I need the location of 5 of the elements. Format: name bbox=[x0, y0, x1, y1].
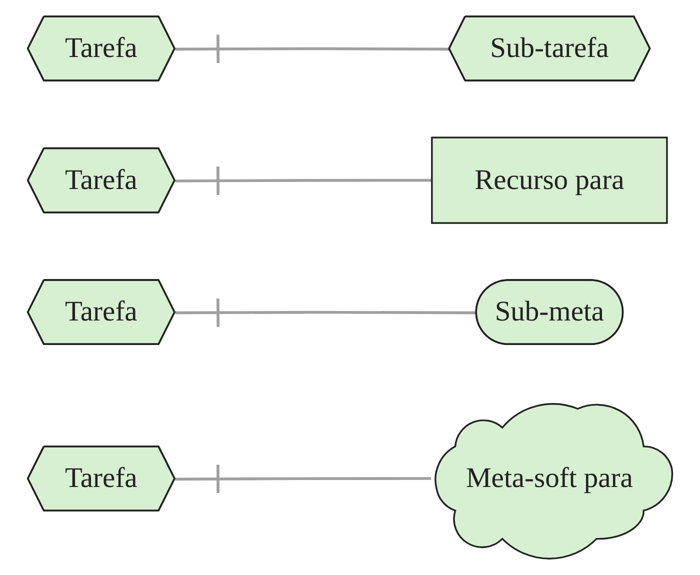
connector bbox=[175, 165, 432, 196]
connector bbox=[175, 296, 477, 328]
node-box: Recurso para bbox=[431, 136, 668, 224]
connector bbox=[175, 463, 432, 495]
connector bbox=[175, 33, 450, 65]
